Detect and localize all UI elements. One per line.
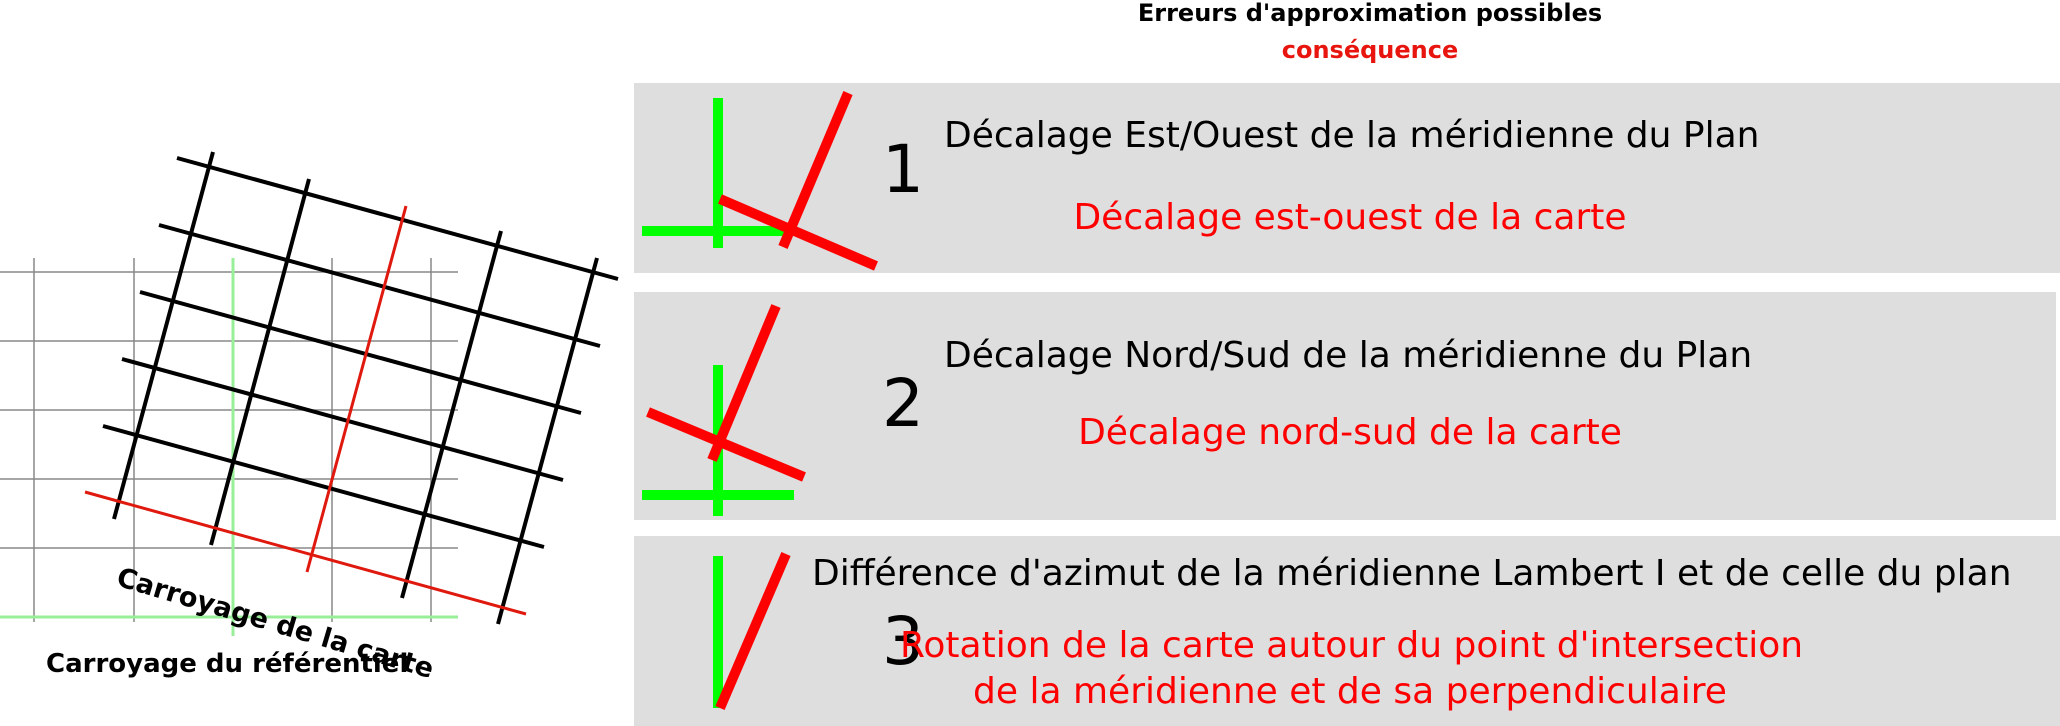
error-consequence: Décalage est-ouest de la carte [1040,196,1660,240]
reference-axes [0,258,458,636]
map-axes [84,205,527,616]
error-panel-3 [634,536,2060,726]
error-consequence: Décalage nord-sud de la carte [1040,411,1660,455]
page-title: Erreurs d'approximation possibles [1137,0,1603,27]
error-heading: Différence d'azimut de la méridienne Lam… [812,553,2012,594]
error-number: 2 [882,365,924,442]
consequence-line: Décalage nord-sud de la carte [1078,412,1622,453]
error-consequence: Rotation de la carte autour du point d'i… [900,623,1804,715]
grid-comparison-figure [0,151,619,636]
consequence-line: Rotation de la carte autour du point d'i… [900,625,1804,666]
error-panel-2 [634,292,2056,520]
error-number: 3 [882,603,924,680]
east-west-offset-icon [642,91,878,271]
map-grid [102,151,619,625]
error-heading: Décalage Est/Ouest de la méridienne du P… [944,115,1760,156]
error-heading: Décalage Nord/Sud de la méridienne du Pl… [944,335,1753,376]
error-panel-1 [634,83,2060,273]
error-number: 1 [882,131,924,208]
page-subtitle: conséquence [1281,36,1459,64]
consequence-line: de la méridienne et de sa perpendiculair… [973,671,1727,712]
north-south-offset-icon [642,304,806,516]
reference-grid-label: Carroyage du référentiel [46,649,409,679]
consequence-line: Décalage est-ouest de la carte [1073,197,1627,238]
reference-grid [0,258,458,622]
azimuth-difference-icon [713,552,791,710]
